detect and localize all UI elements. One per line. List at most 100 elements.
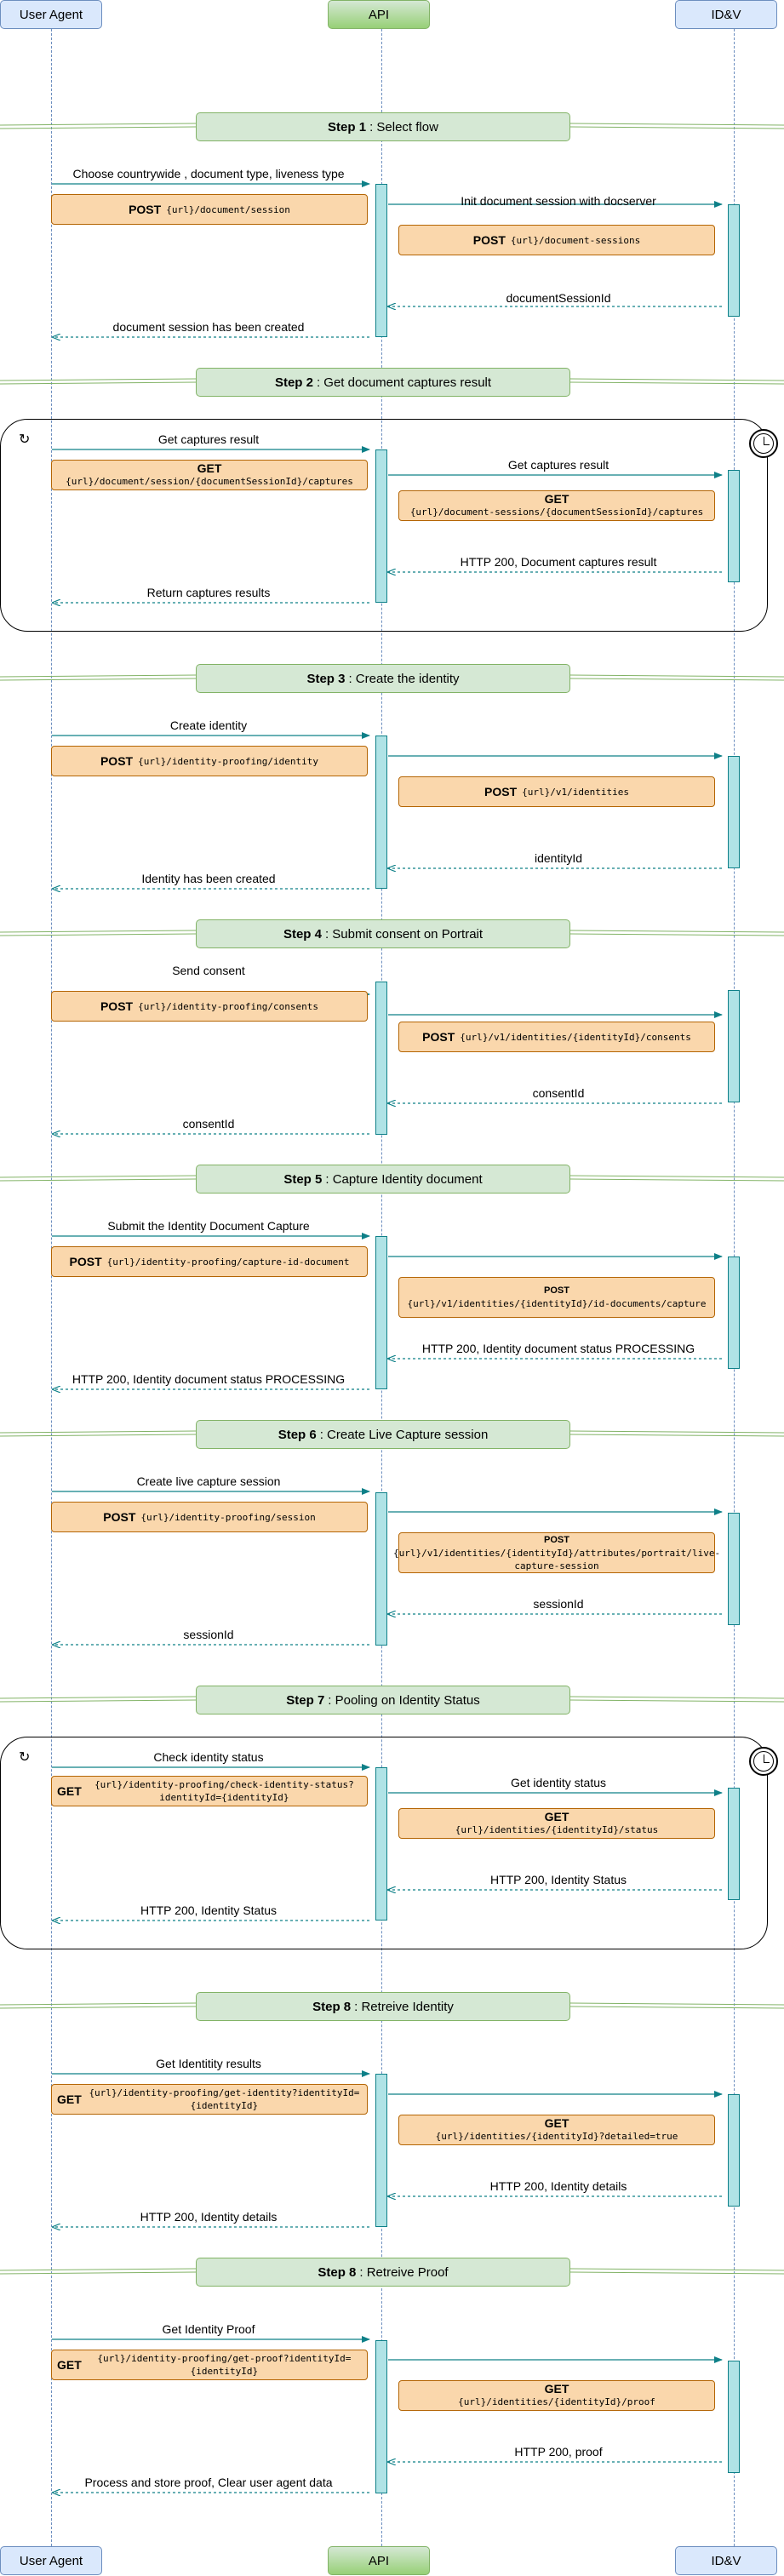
step-title: : Create the identity <box>348 671 460 686</box>
message-label: Create identity <box>169 718 248 732</box>
step-separator-line <box>0 1699 197 1703</box>
http-verb: GET <box>57 2357 82 2372</box>
activation-api <box>375 736 387 889</box>
activation-idv <box>728 756 740 868</box>
endpoint-path: {url}/document/session <box>166 203 290 215</box>
message-label: HTTP 200, Identity details <box>140 2210 278 2224</box>
message-label: Check identity status <box>153 1750 264 1764</box>
message-label: consentId <box>532 1086 585 1100</box>
endpoint-path: {url}/identity-proofing/identity <box>138 755 319 767</box>
step-1-header: Step 1: Select flow <box>196 112 570 141</box>
endpoint-path: {url}/identity-proofing/session <box>140 1511 316 1523</box>
message-label: documentSessionId <box>506 291 611 305</box>
step-separator-line <box>0 126 197 129</box>
step-separator-line <box>569 1434 784 1437</box>
http-verb: POST <box>100 753 134 768</box>
message-label: Process and store proof, Clear user agen… <box>84 2476 333 2489</box>
message-label: HTTP 200, Identity document status PROCE… <box>421 1342 695 1355</box>
step-5-header: Step 5: Capture Identity document <box>196 1165 570 1194</box>
message-label: Return captures results <box>146 586 271 599</box>
message-label: HTTP 200, proof <box>514 2445 603 2459</box>
step-title: : Select flow <box>369 119 438 135</box>
request-note: GET{url}/identities/{identityId}/proof <box>398 2380 715 2411</box>
step-2-header: Step 2: Get document captures result <box>196 368 570 397</box>
request-note: POST{url}/v1/identities/{identityId}/con… <box>398 1022 715 1052</box>
message-label: identityId <box>534 851 583 865</box>
step-separator-line <box>0 2002 197 2006</box>
lifeline-user-agent <box>51 29 52 2546</box>
endpoint-path: {url}/document-sessions/{documentSession… <box>409 507 704 518</box>
http-verb: POST <box>544 1534 569 1545</box>
activation-api <box>375 1236 387 1389</box>
message-label: Submit the Identity Document Capture <box>107 1219 310 1233</box>
message-label: document session has been created <box>112 320 305 334</box>
request-note: POST {url}/identity-proofing/identity <box>51 746 368 776</box>
clock-icon <box>749 1747 778 1776</box>
step-separator-line <box>569 1699 784 1703</box>
request-note: POST {url}/document-sessions <box>398 225 715 255</box>
http-verb: GET <box>197 461 222 475</box>
message-label: Choose countrywide , document type, live… <box>72 167 345 180</box>
step-9-header: Step 8: Retreive Proof <box>196 2258 570 2287</box>
step-separator-line <box>569 2006 784 2009</box>
request-note: GET{url}/identities/{identityId}/status <box>398 1808 715 1839</box>
step-separator-line <box>0 2271 197 2275</box>
endpoint-path: {url}/identity-proofing/check-identity-s… <box>94 1779 354 1803</box>
endpoint-path: {url}/document-sessions <box>510 234 641 246</box>
step-number: Step 3 <box>306 671 346 686</box>
step-separator-line <box>569 1175 784 1178</box>
step-separator-line <box>569 1696 784 1699</box>
request-note: GET{url}/identity-proofing/get-identity?… <box>51 2084 368 2115</box>
step-separator-line <box>0 123 197 126</box>
step-separator-line <box>0 930 197 933</box>
actor-api-bottom: API <box>328 2546 430 2575</box>
step-separator-line <box>0 2268 197 2271</box>
step-number: Step 5 <box>283 1171 323 1187</box>
step-title: : Capture Identity document <box>325 1171 483 1187</box>
step-separator-line <box>569 126 784 129</box>
http-verb: POST <box>472 232 506 247</box>
step-title: : Retreive Identity <box>354 1999 454 2014</box>
loop-frame-captures <box>0 419 768 632</box>
message-label: sessionId <box>183 1628 234 1641</box>
message-label: Create live capture session <box>136 1474 281 1488</box>
step-separator-line <box>0 678 197 681</box>
endpoint-path: {url}/identity-proofing/capture-id-docum… <box>106 1256 350 1268</box>
request-note: GET{url}/document/session/{documentSessi… <box>51 460 368 490</box>
http-verb: GET <box>57 2092 82 2106</box>
endpoint-path: {url}/v1/identities <box>522 786 629 798</box>
http-verb: POST <box>100 999 134 1013</box>
step-separator-line <box>569 930 784 933</box>
actor-api-top: API <box>328 0 430 29</box>
request-note: POST{url}/v1/identities/{identityId}/id-… <box>398 1277 715 1318</box>
actor-idv-top: ID&V <box>675 0 777 29</box>
step-separator-line <box>569 2002 784 2006</box>
actor-user-agent-top: User Agent <box>0 0 102 29</box>
step-number: Step 7 <box>286 1692 325 1708</box>
http-verb: GET <box>544 2382 569 2396</box>
step-separator-line <box>569 933 784 936</box>
actor-idv-bottom: ID&V <box>675 2546 777 2575</box>
http-verb: POST <box>484 784 518 799</box>
http-verb: POST <box>544 1285 569 1296</box>
endpoint-path: {url}/identities/{identityId}/proof <box>458 2396 655 2407</box>
activation-api <box>375 982 387 1135</box>
request-note: GET{url}/identities/{identityId}?detaile… <box>398 2115 715 2145</box>
step-title: : Create Live Capture session <box>319 1427 489 1442</box>
endpoint-path: {url}/identities/{identityId}?detailed=t… <box>435 2131 678 2142</box>
message-label: Get Identity Proof <box>162 2322 255 2336</box>
activation-api <box>375 1492 387 1646</box>
message-label: Get captures result <box>157 432 260 446</box>
activation-idv <box>728 2361 740 2473</box>
message-label: consentId <box>182 1117 235 1131</box>
message-label: Get captures result <box>507 458 609 472</box>
step-separator-line <box>0 1430 197 1434</box>
request-note: POST{url}/identity-proofing/consents <box>51 991 368 1022</box>
step-separator-line <box>569 2271 784 2275</box>
clock-icon <box>749 429 778 458</box>
message-label: HTTP 200, Identity Status <box>489 1873 627 1886</box>
loop-icon: ↻ <box>19 432 31 447</box>
step-separator-line <box>0 378 197 381</box>
http-verb: POST <box>69 1254 102 1268</box>
activation-api <box>375 1767 387 1921</box>
